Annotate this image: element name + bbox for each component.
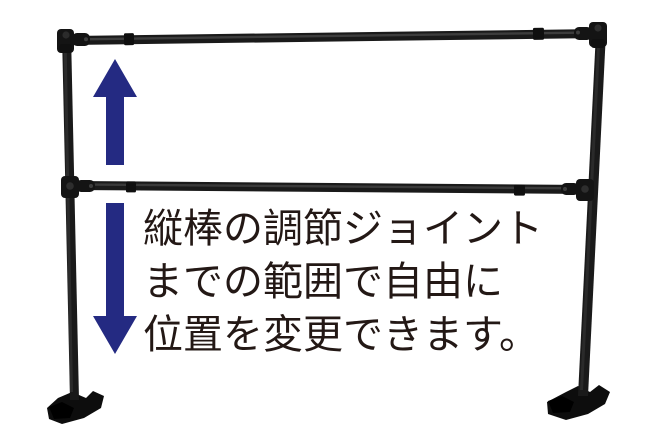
caption-line-2: までの範囲で自由に	[143, 259, 503, 305]
up-arrow	[93, 59, 137, 165]
top-left-corner-joint	[57, 29, 90, 53]
left-base-foot	[47, 391, 104, 424]
caption-line-1: 縦棒の調節ジョイント	[143, 206, 543, 252]
right-vertical-post	[578, 32, 606, 396]
top-bar-joint-right	[532, 27, 545, 40]
middle-right-adjustment-joint[interactable]	[561, 179, 594, 201]
middle-bar-joint-right	[513, 184, 526, 196]
middle-left-adjustment-joint[interactable]	[61, 176, 95, 198]
middle-horizontal-bar	[72, 181, 590, 194]
caption-line-3: 位置を変更できます。	[143, 312, 539, 358]
down-arrow	[93, 203, 137, 354]
top-right-corner-joint	[574, 22, 607, 48]
top-horizontal-bar	[70, 29, 600, 45]
left-vertical-post	[62, 34, 79, 400]
middle-bar-joint-left	[125, 181, 137, 193]
right-base-foot	[547, 385, 610, 420]
top-bar-joint-left	[123, 33, 135, 46]
caption-text: 縦棒の調節ジョイント までの範囲で自由に 位置を変更できます。	[143, 203, 573, 362]
